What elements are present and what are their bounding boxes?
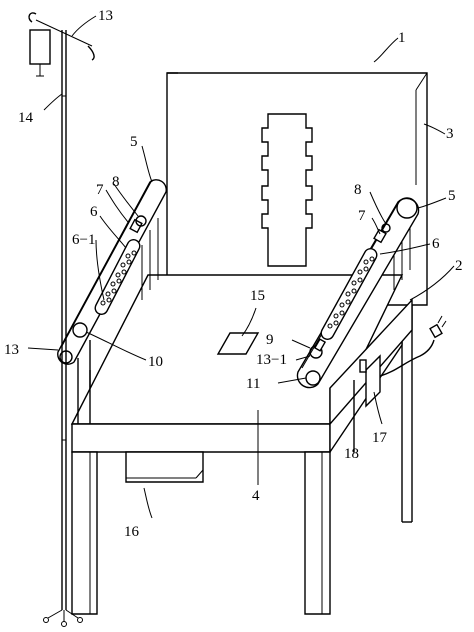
seat-pad xyxy=(216,332,260,355)
label-10: 10 xyxy=(148,354,163,370)
caster-wheel xyxy=(77,617,83,623)
right-armrest-end xyxy=(396,197,418,219)
label-5-left: 5 xyxy=(130,134,138,150)
label-8-right: 8 xyxy=(354,182,362,198)
label-14: 14 xyxy=(18,110,34,126)
backrest xyxy=(166,72,428,306)
label-3: 3 xyxy=(446,126,454,142)
power-cord xyxy=(379,315,447,377)
caster-wheel xyxy=(61,621,67,627)
label-1: 1 xyxy=(398,30,406,46)
right-side-panel xyxy=(329,298,413,426)
label-6-1: 6−1 xyxy=(72,232,95,248)
right-armrest-fittings xyxy=(305,223,391,386)
left-armrest-fittings xyxy=(72,215,147,338)
label-18: 18 xyxy=(344,446,359,462)
left-control-panel xyxy=(94,239,141,315)
label-16: 16 xyxy=(124,524,140,540)
leader-lines xyxy=(27,15,455,519)
label-7-right: 7 xyxy=(358,208,366,224)
backrest-slot xyxy=(261,113,313,267)
label-13-top: 13 xyxy=(98,8,113,24)
drawer xyxy=(125,451,204,483)
right-button-dots xyxy=(327,256,375,329)
reference-numerals: 1 2 3 4 5 5 6 6 6−1 7 7 8 8 9 10 11 13 1… xyxy=(4,8,463,540)
label-6-left: 6 xyxy=(90,204,98,220)
right-control-panel xyxy=(320,248,378,340)
left-armrest-frame xyxy=(77,218,159,424)
label-15: 15 xyxy=(250,288,265,304)
label-5-right: 5 xyxy=(448,188,456,204)
right-armrest-bar xyxy=(296,197,420,389)
caster-wheel xyxy=(43,617,49,623)
label-4: 4 xyxy=(252,488,260,504)
iv-pole-base xyxy=(43,609,83,627)
label-13-left: 13 xyxy=(4,342,19,358)
label-11: 11 xyxy=(246,376,260,392)
left-button-dots xyxy=(100,250,137,306)
label-2: 2 xyxy=(455,258,463,274)
label-13-1: 13−1 xyxy=(256,352,287,368)
label-9: 9 xyxy=(266,332,274,348)
label-8-left: 8 xyxy=(112,174,120,190)
iv-pole xyxy=(28,12,95,610)
label-6-right: 6 xyxy=(432,236,440,252)
label-17: 17 xyxy=(372,430,388,446)
front-legs xyxy=(71,451,331,615)
label-7-left: 7 xyxy=(96,182,104,198)
